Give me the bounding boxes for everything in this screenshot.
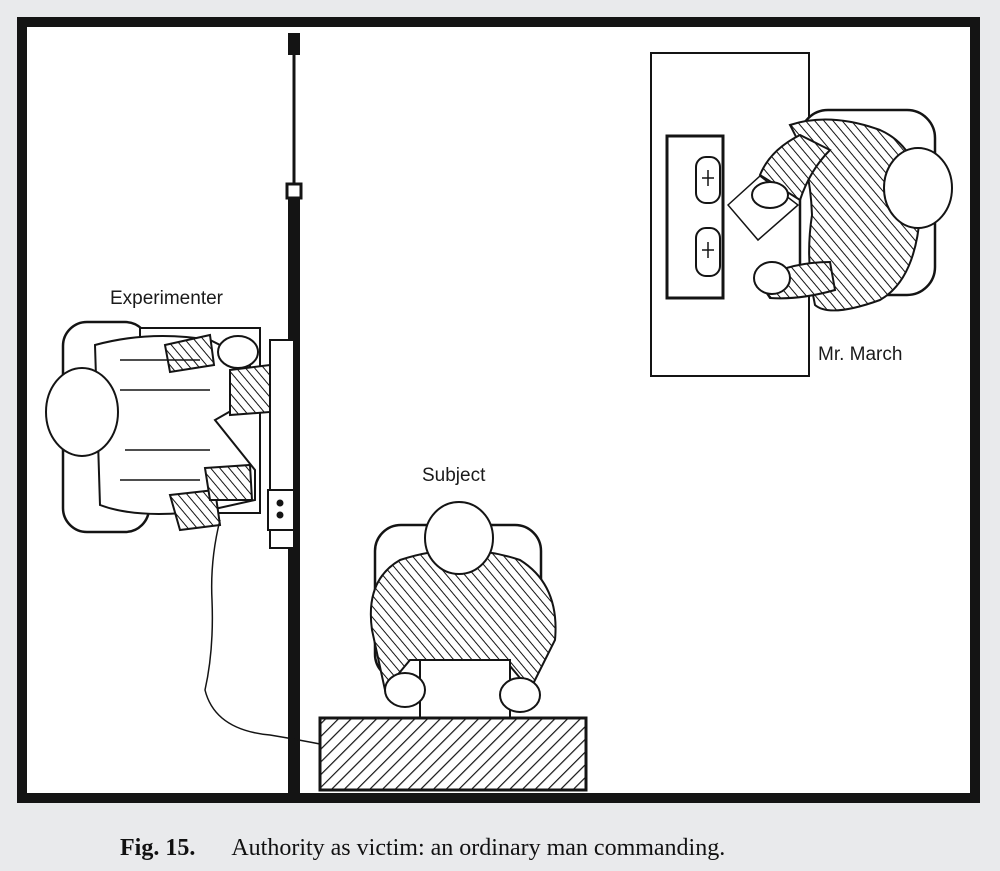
mr-march-head bbox=[883, 147, 953, 229]
experimenter-figure bbox=[45, 320, 295, 549]
figure-caption-text: Authority as victim: an ordinary man com… bbox=[231, 835, 726, 861]
dial-icon bbox=[695, 156, 721, 204]
figure-caption: Fig. 15. Authority as victim: an ordinary… bbox=[120, 835, 725, 862]
intercom-wire bbox=[204, 519, 326, 746]
experimenter-label: Experimenter bbox=[110, 288, 223, 309]
subject-lap-area bbox=[419, 659, 511, 719]
subject-label: Subject bbox=[422, 465, 486, 486]
subject-figure bbox=[369, 501, 557, 719]
mr-march-label: Mr. March bbox=[818, 344, 903, 365]
mr-march-figure bbox=[751, 108, 953, 312]
subject-desk bbox=[318, 716, 588, 792]
subject-head bbox=[424, 501, 494, 575]
figure-number: Fig. 15. bbox=[120, 835, 196, 861]
mr-march-desk bbox=[650, 52, 810, 377]
control-box bbox=[267, 489, 295, 531]
dial-icon bbox=[695, 227, 721, 277]
experimenter-head bbox=[45, 367, 119, 457]
